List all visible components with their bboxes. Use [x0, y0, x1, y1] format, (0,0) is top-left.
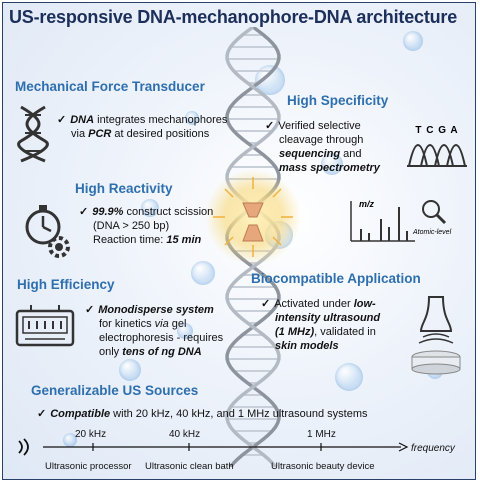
sources-text: ✓Compatible with 20 kHz, 40 kHz, and 1 M…: [37, 408, 368, 420]
mass-spectrum-bars: [350, 201, 415, 242]
check-icon: ✓: [265, 120, 275, 132]
bubble-decoration: [191, 261, 215, 285]
mechanophore-upper: [242, 202, 264, 218]
reactivity-heading: High Reactivity: [75, 181, 173, 196]
gel-electrophoresis-icon: [15, 305, 75, 347]
bubble-decoration: [185, 111, 199, 125]
bubble-decoration: [177, 323, 193, 339]
magnifier-icon: [422, 200, 447, 225]
specificity-text: ✓Verified selective cleavage through seq…: [265, 120, 380, 174]
check-icon: ✓: [79, 206, 89, 218]
sound-wave-icon: [18, 438, 29, 456]
source-ultrasonic-clean-bath: Ultrasonic clean bath: [145, 461, 234, 472]
chromatogram-peaks: [407, 144, 467, 167]
axis-tick-40khz: 40 kHz: [169, 429, 201, 440]
sources-heading: Generalizable US Sources: [31, 383, 199, 398]
sequencing-icon: T C G A: [407, 125, 467, 173]
axis-label-frequency: frequency: [411, 443, 455, 454]
infographic-card: US-responsive DNA-mechanophore-DNA archi…: [2, 2, 476, 480]
frequency-axis-line: [43, 442, 409, 452]
transducer-text: ✓DNA integrates mechanophores via PCR at…: [57, 114, 228, 140]
source-ultrasonic-processor: Ultrasonic processor: [45, 461, 132, 472]
ultrasound-probe-icon: [411, 296, 461, 375]
page-title: US-responsive DNA-mechanophore-DNA archi…: [9, 7, 458, 27]
bubble-decoration: [335, 363, 363, 391]
reactivity-text: ✓99.9% construct scission (DNA > 250 bp)…: [79, 206, 214, 246]
transducer-heading: Mechanical Force Transducer: [15, 79, 205, 94]
dna-helix-illustration: [205, 27, 301, 467]
mechanophore-lower: [242, 224, 264, 242]
axis-tick-1mhz: 1 MHz: [307, 429, 336, 440]
bubble-decoration: [403, 31, 423, 51]
axis-tick-20khz: 20 kHz: [75, 429, 107, 440]
efficiency-heading: High Efficiency: [17, 277, 115, 292]
stopwatch-gear-icon: [25, 205, 70, 258]
bubble-decoration: [321, 153, 343, 175]
specificity-heading: High Specificity: [287, 93, 389, 108]
dna-icon: [17, 105, 49, 163]
check-icon: ✓: [85, 304, 95, 316]
bubble-decoration: [141, 199, 159, 217]
bubble-decoration: [119, 359, 141, 381]
check-icon: ✓: [261, 298, 271, 310]
mass-spec-icon: m/z Atomic-level: [347, 199, 459, 245]
bubble-decoration: [63, 433, 77, 447]
spark-lines: [213, 177, 293, 257]
biocompat-text: ✓Activated under low- intensity ultrasou…: [261, 298, 381, 352]
check-icon: ✓: [37, 408, 47, 420]
biocompat-heading: Biocompatible Application: [251, 271, 421, 286]
check-icon: ✓: [57, 114, 67, 126]
source-ultrasonic-beauty-device: Ultrasonic beauty device: [271, 461, 375, 472]
efficiency-text: ✓Monodisperse system for kinetics via ge…: [85, 304, 224, 358]
